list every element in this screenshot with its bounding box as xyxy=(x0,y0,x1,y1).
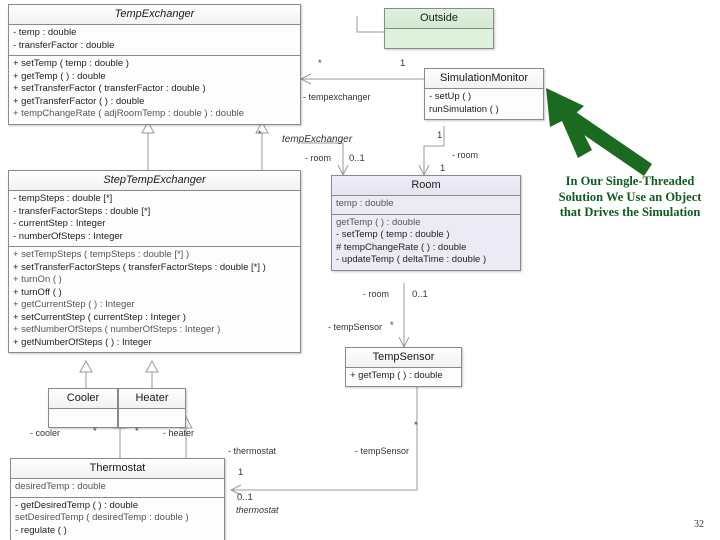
class-body-heater xyxy=(119,409,185,427)
assoc-role-tempsensor-mid: - tempSensor xyxy=(328,322,383,332)
operation-row: + setCurrentStep ( currentStep : Integer… xyxy=(13,311,186,323)
operation-row: + setTransferFactor ( transferFactor : d… xyxy=(13,83,206,94)
assoc-mult-thermostat: 1 xyxy=(238,467,244,478)
assoc-role-tempexchanger: - tempexchanger xyxy=(303,92,371,102)
class-operations-thermostat: - getDesiredTemp ( ) : double setDesired… xyxy=(11,498,224,540)
class-box-cooler[interactable]: Cooler xyxy=(48,388,118,428)
connector-outside-tempexchanger xyxy=(356,16,384,33)
attribute-row: - transferFactor : double xyxy=(13,39,115,51)
class-operations-temp-sensor: + getTemp ( ) : double xyxy=(346,368,461,386)
assoc-role-cooler: - cooler xyxy=(30,428,61,438)
class-box-thermostat[interactable]: Thermostat desiredTemp : double - getDes… xyxy=(10,458,225,540)
assoc-mult-monitor-room-one: 1 xyxy=(437,130,443,141)
operation-row: + setNumberOfSteps ( numberOfSteps : Int… xyxy=(13,324,221,335)
assoc-mult-step-inherit-a: * xyxy=(258,129,262,139)
class-body-cooler xyxy=(49,409,117,427)
operation-row: setDesiredTemp ( desiredTemp : double ) xyxy=(15,512,189,523)
attribute-row: - tempSteps : double [*] xyxy=(13,193,113,204)
generalization-triangle-heater xyxy=(145,359,159,373)
class-box-step-temp-exchanger[interactable]: StepTempExchanger - tempSteps : double [… xyxy=(8,170,301,353)
class-box-simulation-monitor[interactable]: SimulationMonitor - setUp ( ) runSimulat… xyxy=(424,68,544,120)
class-box-heater[interactable]: Heater xyxy=(118,388,186,428)
page-number: 32 xyxy=(694,519,704,530)
attribute-row: temp : double xyxy=(336,198,394,209)
arrowhead-tempexchanger-monitor xyxy=(299,73,312,85)
attribute-row: - temp : double xyxy=(13,27,77,38)
class-box-temp-exchanger[interactable]: TempExchanger - temp : double - transfer… xyxy=(8,4,301,125)
assoc-mult-cooler: * xyxy=(93,426,97,437)
operation-row: - setTemp ( temp : double ) xyxy=(336,229,450,240)
assoc-label-exchanger-monitor-star: * xyxy=(318,58,322,69)
assoc-role-heater: - heater xyxy=(163,428,195,438)
class-attributes-thermostat: desiredTemp : double xyxy=(11,479,224,498)
assoc-role-monitor-room: - room xyxy=(452,150,479,160)
assoc-mult-room-left: 0..1 xyxy=(349,153,365,164)
assoc-label-exchanger-monitor-one: 1 xyxy=(400,58,406,69)
connector-monitor-room xyxy=(423,126,445,175)
class-attributes-step-temp-exchanger: - tempSteps : double [*] - transferFacto… xyxy=(9,191,300,247)
generalization-triangle-cooler xyxy=(79,359,93,373)
assoc-mult-tempsensor-mid: * xyxy=(390,320,394,331)
operation-row: + getTemp ( ) : double xyxy=(13,70,106,82)
class-operations-room: getTemp ( ) : double - setTemp ( temp : … xyxy=(332,214,520,270)
operation-row: + turnOn ( ) xyxy=(13,274,62,285)
class-operations-temp-exchanger: + setTemp ( temp : double ) + getTemp ( … xyxy=(9,56,300,124)
class-name-temp-exchanger: TempExchanger xyxy=(9,5,300,25)
attribute-row: - numberOfSteps : Integer xyxy=(13,230,123,242)
class-attributes-temp-exchanger: - temp : double - transferFactor : doubl… xyxy=(9,25,300,56)
operation-row: - regulate ( ) xyxy=(15,524,67,536)
assoc-mult-tempsensor-right: * xyxy=(414,420,418,431)
class-operations-simulation-monitor: - setUp ( ) runSimulation ( ) xyxy=(425,89,543,119)
attribute-row: desiredTemp : double xyxy=(15,481,106,492)
operation-row: + turnOff ( ) xyxy=(13,286,62,298)
class-name-temp-sensor: TempSensor xyxy=(346,348,461,368)
class-name-heater: Heater xyxy=(119,389,185,409)
assoc-mult-monitor-room-one-2: 1 xyxy=(440,163,446,174)
class-box-room[interactable]: Room temp : double getTemp ( ) : double … xyxy=(331,175,521,271)
class-operations-step-temp-exchanger: + setTempSteps ( tempSteps : double [*] … xyxy=(9,247,300,352)
class-box-temp-sensor[interactable]: TempSensor + getTemp ( ) : double xyxy=(345,347,462,387)
class-name-cooler: Cooler xyxy=(49,389,117,409)
operation-row: - updateTemp ( deltaTime : double ) xyxy=(336,254,487,265)
operation-row: - setUp ( ) xyxy=(429,91,472,102)
connector-tempexchanger-room xyxy=(301,142,344,175)
assoc-role-thermostat-2: thermostat xyxy=(236,505,279,515)
assoc-mult-thermostat-2: 0..1 xyxy=(237,492,253,503)
assoc-role-room-left: - room xyxy=(305,153,332,163)
operation-row: + setTempSteps ( tempSteps : double [*] … xyxy=(13,249,190,260)
attribute-row: - transferFactorSteps : double [*] xyxy=(13,205,151,217)
operation-row: + getTemp ( ) : double xyxy=(350,370,443,381)
operation-row: + getCurrentStep ( ) : Integer xyxy=(13,299,135,310)
attribute-row: - currentStep : Integer xyxy=(13,218,106,229)
class-name-room: Room xyxy=(332,176,520,196)
assoc-mult-heater: * xyxy=(135,426,139,437)
callout-annotation-text: In Our Single-Threaded Solution We Use a… xyxy=(558,174,702,219)
assoc-role-room-mid: - room xyxy=(363,289,390,299)
arrowhead-tempsensor-thermostat xyxy=(229,484,242,496)
operation-row: + getTransferFactor ( ) : double xyxy=(13,95,145,107)
operation-row: + setTemp ( temp : double ) xyxy=(13,58,129,69)
class-name-outside: Outside xyxy=(385,9,493,29)
class-box-outside[interactable]: Outside xyxy=(384,8,494,49)
operation-row: + setTransferFactorSteps ( transferFacto… xyxy=(13,261,266,273)
operation-row: getTemp ( ) : double xyxy=(336,216,421,228)
assoc-role-tempexchanger-2: tempExchanger xyxy=(282,134,353,145)
operation-row: + tempChangeRate ( adjRoomTemp : double … xyxy=(13,108,245,119)
class-body-outside xyxy=(385,29,493,48)
class-name-thermostat: Thermostat xyxy=(11,459,224,479)
operation-row: runSimulation ( ) xyxy=(429,103,499,115)
assoc-mult-room-mid: 0..1 xyxy=(412,289,428,300)
assoc-role-tempsensor-right: - tempSensor xyxy=(355,446,410,456)
generalization-triangle-steptemp-a xyxy=(141,120,155,134)
generalization-triangle-steptemp-b xyxy=(255,120,269,134)
class-name-simulation-monitor: SimulationMonitor xyxy=(425,69,543,89)
operation-row: + getNumberOfSteps ( ) : Integer xyxy=(13,336,152,348)
class-attributes-room: temp : double xyxy=(332,196,520,215)
class-name-step-temp-exchanger: StepTempExchanger xyxy=(9,171,300,191)
operation-row: # tempChangeRate ( ) : double xyxy=(336,241,467,253)
assoc-role-thermostat: - thermostat xyxy=(228,446,277,456)
operation-row: - getDesiredTemp ( ) : double xyxy=(15,499,139,511)
